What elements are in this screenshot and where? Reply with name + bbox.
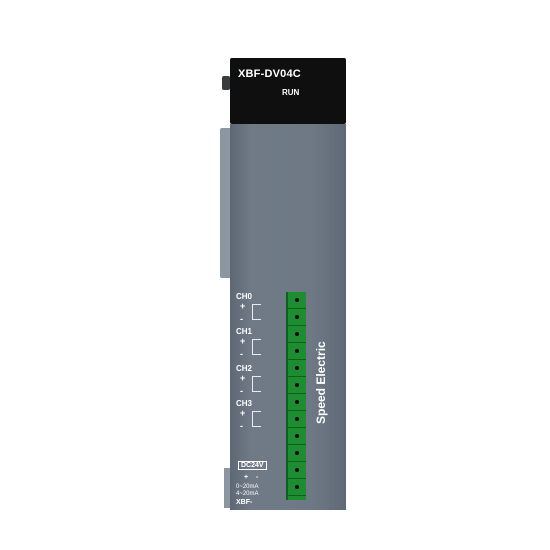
- terminal-slot: [288, 343, 306, 360]
- ch1-minus: -: [240, 349, 243, 359]
- terminal-screw-icon: [295, 315, 299, 319]
- terminal-slot: [288, 411, 306, 428]
- terminal-slot: [288, 445, 306, 462]
- terminal-screw-icon: [295, 485, 299, 489]
- brand-text: Speed Electric: [314, 341, 328, 424]
- terminal-screw-icon: [295, 298, 299, 302]
- terminal-screw-icon: [295, 400, 299, 404]
- ch0-plus: +: [240, 301, 246, 311]
- module-body: CH0 + - CH1 + - CH2 + - CH3 + -: [230, 124, 346, 510]
- module-header: XBF-DV04C RUN: [230, 58, 346, 124]
- ch2-label: CH2: [236, 364, 253, 373]
- terminal-slot: [288, 479, 306, 496]
- ch1-plus: +: [240, 336, 246, 346]
- terminal-block: [286, 292, 306, 500]
- ch3-minus: -: [240, 421, 243, 431]
- module-title: XBF-DV04C: [238, 68, 301, 80]
- ch0-bracket: [252, 304, 261, 320]
- terminal-slot: [288, 292, 306, 309]
- ch0-minus: -: [240, 314, 243, 324]
- ch2-bracket: [252, 376, 261, 392]
- terminal-slot: [288, 377, 306, 394]
- power-minus: -: [256, 474, 259, 481]
- ch0-label: CH0: [236, 292, 253, 301]
- terminal-screw-icon: [295, 366, 299, 370]
- power-label: DC24V: [238, 461, 267, 470]
- ch2-plus: +: [240, 373, 246, 383]
- model-short-label: XBF-: [236, 499, 253, 506]
- terminal-screw-icon: [295, 434, 299, 438]
- top-clip: [222, 76, 230, 90]
- terminal-slot: [288, 428, 306, 445]
- range-label-1: 0~20mA: [236, 484, 259, 490]
- terminal-slot: [288, 360, 306, 377]
- terminal-slot: [288, 309, 306, 326]
- terminal-screw-icon: [295, 349, 299, 353]
- ch1-label: CH1: [236, 327, 253, 336]
- ch3-label: CH3: [236, 399, 253, 408]
- terminal-screw-icon: [295, 451, 299, 455]
- ch3-bracket: [252, 411, 261, 427]
- terminal-slot: [288, 462, 306, 479]
- run-indicator: RUN: [282, 88, 300, 97]
- ch1-bracket: [252, 339, 261, 355]
- range-label-2: 4~20mA: [236, 491, 259, 497]
- power-plus: +: [244, 474, 249, 481]
- terminal-screw-icon: [295, 332, 299, 336]
- plc-module: XBF-DV04C RUN CH0 + - CH1 + - CH2 + - CH…: [220, 58, 346, 510]
- terminal-slot: [288, 394, 306, 411]
- terminal-screw-icon: [295, 417, 299, 421]
- ch3-plus: +: [240, 408, 246, 418]
- terminal-screw-icon: [295, 383, 299, 387]
- terminal-slot: [288, 326, 306, 343]
- ch2-minus: -: [240, 386, 243, 396]
- side-rail-lower: [224, 468, 230, 508]
- terminal-screw-icon: [295, 468, 299, 472]
- side-rail: [220, 128, 230, 278]
